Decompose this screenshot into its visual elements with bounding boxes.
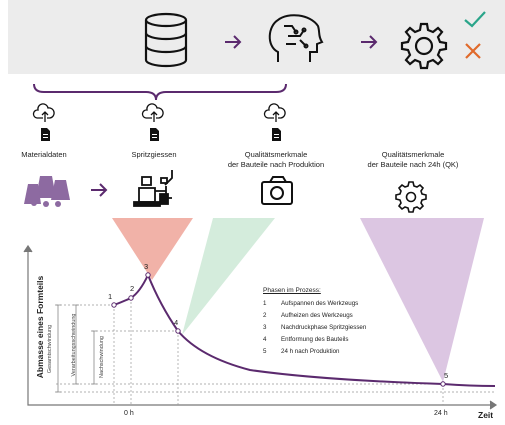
legend-text: Nachdruckphase Spritzgiessen — [281, 324, 367, 331]
cross-icon — [465, 43, 481, 59]
legend-item: 2 Aufheizen des Werkzeugs — [263, 312, 353, 322]
y-axis-label: Abmasse eines Formteils — [35, 275, 45, 379]
legend-item: 4 Entformung des Bauteils — [263, 336, 348, 346]
legend-text: Aufspannen des Werkzeugs — [281, 300, 359, 307]
red-cone — [112, 218, 193, 280]
legend-num: 2 — [263, 312, 267, 319]
bracket-label-post: Nachschwindung — [99, 336, 105, 378]
dimension-brackets — [55, 304, 97, 393]
x-tick-24h: 24 h — [434, 410, 448, 417]
gear-icon — [400, 22, 448, 70]
point-label-5: 5 — [444, 371, 449, 380]
curve-points — [111, 272, 446, 387]
checkmark-icon — [464, 11, 486, 28]
legend-text: Aufheizen des Werkzeugs — [281, 312, 353, 319]
injection-machine-icon — [133, 170, 173, 207]
bracket-label-total: Gesamtschwindung — [47, 324, 53, 374]
brain-circuit-icon — [268, 14, 324, 62]
gear-small-icon — [395, 181, 427, 213]
arrow-icon — [91, 183, 108, 197]
legend-num: 4 — [263, 336, 267, 343]
legend-text: 24 h nach Produktion — [281, 348, 340, 355]
cloud-upload-icon — [32, 103, 286, 122]
document-icon — [41, 128, 281, 141]
point-label-2: 2 — [130, 284, 135, 293]
database-icon — [144, 12, 188, 68]
point-label-3: 3 — [144, 262, 149, 271]
legend-item: 3 Nachdruckphase Spritzgiessen — [263, 324, 366, 334]
station-label-material: Materialdaten — [21, 150, 67, 159]
x-tick-0h: 0 h — [124, 410, 134, 417]
bracket-label-processing: Verarbeitungsschwindung — [71, 313, 77, 377]
guide-lines — [56, 298, 495, 405]
point-label-1: 1 — [108, 292, 113, 301]
point-label-4: 4 — [174, 318, 179, 327]
legend-text: Entformung des Bauteils — [281, 336, 349, 343]
green-cone — [182, 218, 275, 335]
legend-item: 1 Aufspannen des Werkzeugs — [263, 300, 358, 310]
station-label-molding: Spritzgiessen — [131, 150, 177, 159]
material-bags-icon — [24, 176, 70, 207]
camera-icon — [261, 176, 293, 205]
legend-num: 3 — [263, 324, 267, 331]
purple-cone — [360, 218, 484, 382]
x-axis-label: Zeit — [478, 410, 494, 420]
legend-num: 1 — [263, 300, 267, 307]
legend-num: 5 — [263, 348, 267, 355]
process-band — [8, 0, 505, 74]
station-label-quality-24h: Qualitätsmerkmale der Bauteile nach 24h … — [367, 150, 459, 169]
legend-item: 5 24 h nach Produktion — [263, 348, 339, 358]
station-label-quality-production: Qualitätsmerkmale der Bauteile nach Prod… — [227, 150, 325, 169]
legend-title: Phasen im Prozess: — [263, 287, 321, 294]
top-bracket — [33, 83, 287, 101]
chart-axes — [23, 244, 498, 410]
arrow-icon — [225, 35, 378, 49]
